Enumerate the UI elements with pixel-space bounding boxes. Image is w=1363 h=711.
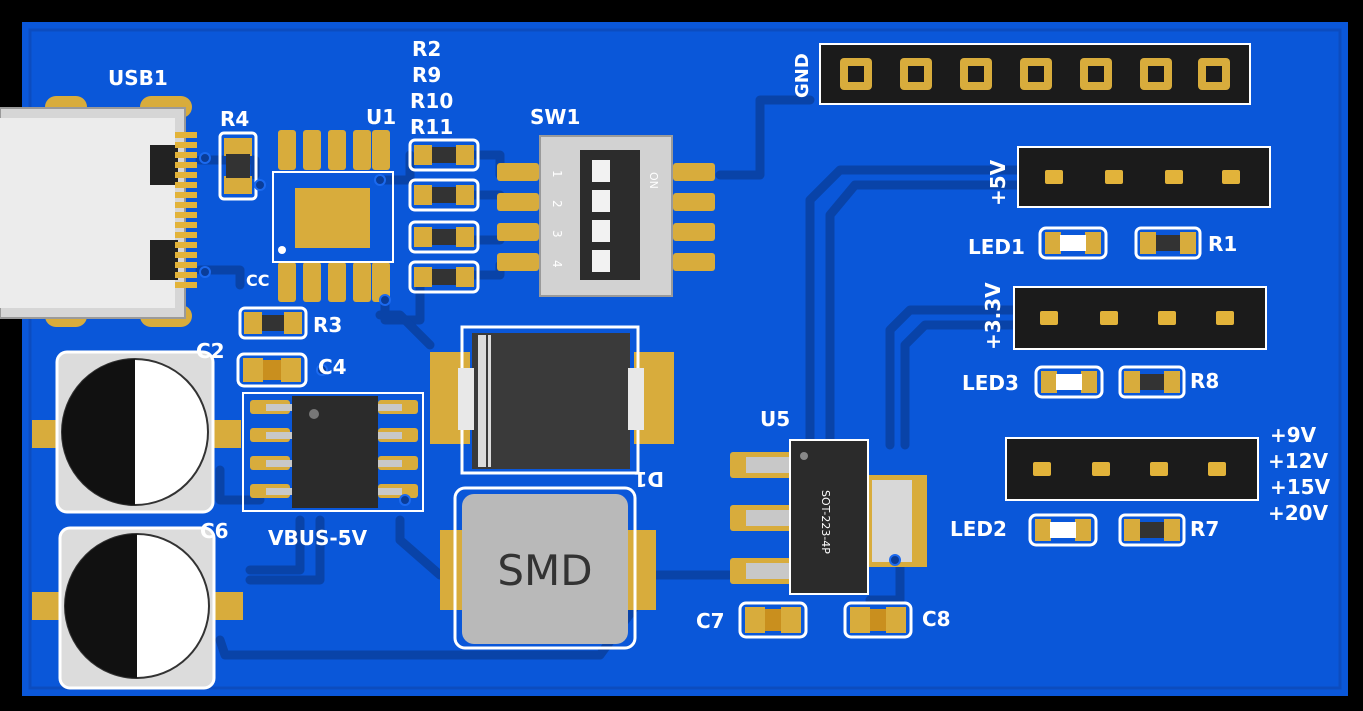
c8-capacitor (843, 601, 913, 639)
c4-capacitor (236, 352, 308, 388)
label-r2: R2 (412, 37, 441, 61)
label-r11: R11 (410, 115, 453, 139)
label-led2: LED2 (950, 517, 1007, 541)
r7-resistor (1118, 513, 1186, 547)
label-r8: R8 (1190, 369, 1219, 393)
inductor-label: SMD (497, 546, 592, 595)
usb1-connector (0, 96, 197, 327)
label-c2: C2 (196, 339, 225, 363)
sw-pos-3: 3 (550, 230, 564, 238)
label-u1: U1 (366, 105, 396, 129)
sw1-dip-switch: ON 1 2 3 4 (497, 135, 715, 297)
r8-resistor (1118, 365, 1186, 399)
label-plus20v: +20V (1268, 501, 1329, 525)
label-r3: R3 (313, 313, 342, 337)
u5-package-label: SOT-223-4P (819, 490, 832, 554)
header-var (1005, 437, 1259, 501)
d1-diode (430, 325, 674, 475)
label-cc: CC (246, 271, 269, 290)
header-3v3 (1013, 286, 1267, 350)
c6-capacitor (32, 526, 243, 690)
label-r10: R10 (410, 89, 453, 113)
label-c4: C4 (318, 355, 347, 379)
sw-pos-2: 2 (550, 200, 564, 208)
header-5v (1017, 146, 1271, 208)
led3 (1034, 365, 1104, 399)
label-c6: C6 (200, 519, 229, 543)
u5-regulator: SOT-223-4P (730, 439, 927, 595)
label-usb1: USB1 (108, 66, 168, 90)
label-sw1: SW1 (530, 105, 580, 129)
label-plus12v: +12V (1268, 449, 1329, 473)
label-plus3v3: +3.3V (981, 282, 1005, 350)
vias (199, 152, 901, 566)
r3-resistor (238, 306, 308, 340)
label-c8: C8 (922, 607, 951, 631)
c2-capacitor (32, 350, 241, 514)
label-d1: D1 (633, 467, 664, 491)
label-r4: R4 (220, 107, 249, 131)
gnd-header (819, 43, 1251, 105)
label-plus5v: +5V (986, 159, 1010, 206)
label-gnd: GND (792, 53, 813, 98)
r4-resistor (218, 131, 258, 201)
label-led3: LED3 (962, 371, 1019, 395)
label-led1: LED1 (968, 235, 1025, 259)
copper-pour-edge (28, 28, 1342, 690)
led1 (1038, 226, 1108, 260)
u1-ic (272, 130, 394, 302)
r1-resistor (1134, 226, 1202, 260)
vbus-ic (242, 392, 424, 512)
c7-capacitor (738, 601, 808, 639)
label-plus9v: +9V (1270, 423, 1317, 447)
label-r7: R7 (1190, 517, 1219, 541)
label-r1: R1 (1208, 232, 1237, 256)
label-r9: R9 (412, 63, 441, 87)
resistor-stack (408, 138, 480, 294)
label-u5: U5 (760, 407, 790, 431)
silkscreen-labels: USB1 R4 U1 R2 R9 R10 R11 SW1 GND +5V LED… (108, 37, 1331, 633)
sw-pos-4: 4 (550, 260, 564, 268)
smd-inductor: SMD (440, 486, 656, 650)
label-plus15v: +15V (1270, 475, 1331, 499)
label-c7: C7 (696, 609, 725, 633)
label-vbus: VBUS-5V (268, 526, 368, 550)
led2 (1028, 513, 1098, 547)
sw-pos-1: 1 (550, 170, 564, 178)
sw-on-label: ON (647, 172, 660, 189)
